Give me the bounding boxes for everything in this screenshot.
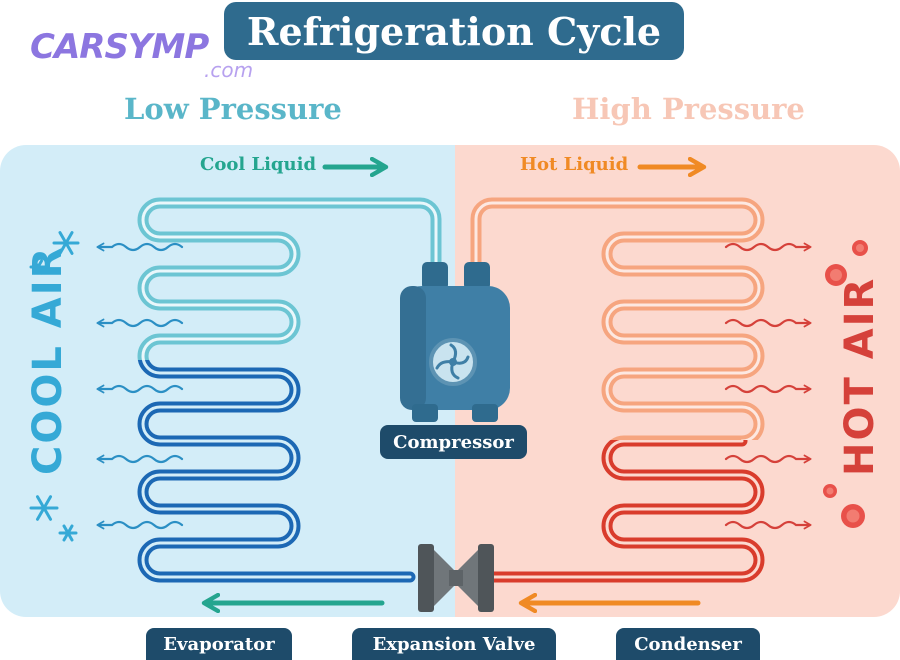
high-pressure-heading: High Pressure — [572, 92, 805, 126]
snowflake-icon — [29, 231, 80, 542]
low-pressure-heading: Low Pressure — [124, 92, 342, 126]
heat-bubble-icon — [823, 240, 868, 528]
evaporator-label: Evaporator — [146, 628, 292, 660]
high-pressure-panel — [455, 145, 900, 617]
logo: CARSYMP — [30, 27, 209, 67]
condenser-label: Condenser — [616, 628, 760, 660]
low-pressure-panel — [0, 145, 490, 617]
expansion-valve-icon — [418, 544, 494, 612]
cool-air-waves — [96, 242, 184, 530]
condenser-coil — [470, 197, 765, 583]
hot-air-label: HOT AIR — [837, 276, 883, 476]
hot-air-waves — [724, 242, 812, 530]
cool-air-label: COOL AIR — [25, 245, 71, 475]
logo-sub: .com — [204, 58, 254, 82]
page-title: Refrigeration Cycle — [224, 2, 684, 60]
evaporator-coil — [137, 197, 442, 583]
compressor-label: Compressor — [380, 425, 527, 459]
expansion-valve-label: Expansion Valve — [352, 628, 556, 660]
hot-liquid-label: Hot Liquid — [520, 154, 629, 175]
compressor-icon — [400, 262, 510, 422]
cool-liquid-label: Cool Liquid — [200, 154, 317, 175]
